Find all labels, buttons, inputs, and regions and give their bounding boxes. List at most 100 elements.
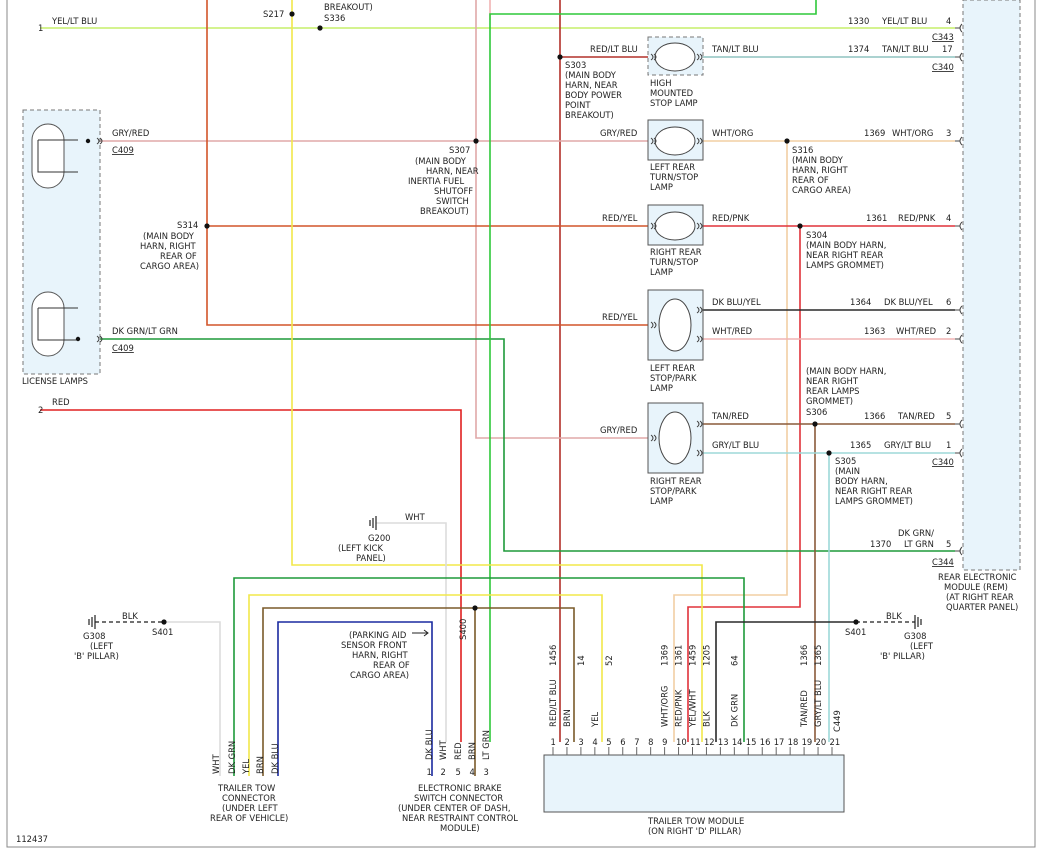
svg-text:4: 4 <box>946 213 951 223</box>
brake-conn-pin-2: 5 <box>456 767 461 777</box>
svg-text:TAN/LT BLU: TAN/LT BLU <box>711 44 759 54</box>
svg-text:GRY/LT BLU: GRY/LT BLU <box>712 440 759 450</box>
rr-stop-lamp: RIGHT REAR STOP/PARK LAMP <box>647 402 704 506</box>
svg-text:(MAIN BODY: (MAIN BODY <box>565 70 617 80</box>
trailer-pin-15: 15 <box>746 737 757 747</box>
brake-conn-pin-4: 3 <box>484 767 489 777</box>
svg-text:GRY/RED: GRY/RED <box>112 128 149 138</box>
svg-text:(MAIN BODY: (MAIN BODY <box>143 231 195 241</box>
labels: 1 YEL/LT BLU S217 BREAKOUT) S336 1330 YE… <box>16 2 954 844</box>
svg-text:(MAIN BODY: (MAIN BODY <box>792 155 844 165</box>
wire-brown-trailer <box>262 607 575 776</box>
connector-terminal-icon <box>696 449 703 457</box>
svg-text:TAN/RED: TAN/RED <box>711 411 749 421</box>
svg-text:REAR OF VEHICLE): REAR OF VEHICLE) <box>210 813 288 823</box>
trailer-pin-9: 9 <box>662 737 667 747</box>
trailer-pin-11: 11 <box>690 737 701 747</box>
svg-text:SHUTOFF: SHUTOFF <box>434 186 473 196</box>
svg-text:REAR OF: REAR OF <box>160 251 197 261</box>
trailer-tow-module: TRAILER TOW MODULE (ON RIGHT 'D' PILLAR) <box>543 754 845 836</box>
svg-text:'B' PILLAR): 'B' PILLAR) <box>880 651 925 661</box>
connector-terminal-icon <box>696 222 703 230</box>
svg-text:2: 2 <box>946 326 951 336</box>
trailer-pin-circuit-20: 1365 <box>813 645 823 666</box>
svg-text:1: 1 <box>946 440 951 450</box>
connector-terminal-icon <box>96 335 103 343</box>
svg-text:1361: 1361 <box>866 213 887 223</box>
svg-text:HARN, RIGHT: HARN, RIGHT <box>792 165 849 175</box>
svg-text:BREAKOUT): BREAKOUT) <box>565 110 614 120</box>
trailer-conn-wire-2: YEL <box>241 759 251 775</box>
wire-dk-grn-lt-grn <box>100 338 955 552</box>
svg-text:1374: 1374 <box>848 44 869 54</box>
svg-text:(MAIN BODY: (MAIN BODY <box>415 156 467 166</box>
wire-blue-trailer <box>277 621 433 776</box>
svg-text:LT GRN: LT GRN <box>904 539 934 549</box>
svg-text:6: 6 <box>946 297 951 307</box>
trailer-pin-18: 18 <box>788 737 799 747</box>
svg-text:(UNDER LEFT: (UNDER LEFT <box>222 803 279 813</box>
wire-yellow-long <box>291 0 703 742</box>
svg-text:C340: C340 <box>932 457 954 467</box>
svg-text:1330: 1330 <box>848 16 869 26</box>
hmsl-label-2: MOUNTED <box>650 88 693 98</box>
trailer-pin-circuit-11: 1459 <box>688 645 698 666</box>
svg-text:S217: S217 <box>263 9 284 19</box>
trailer-pin-2: 2 <box>564 737 569 747</box>
svg-text:LAMPS GROMMET): LAMPS GROMMET) <box>806 260 884 270</box>
svg-text:BLK: BLK <box>122 611 138 621</box>
svg-text:5: 5 <box>946 539 951 549</box>
trailer-pin-4: 4 <box>592 737 597 747</box>
trailer-pin-color-1: RED/LT BLU <box>548 679 558 727</box>
svg-text:(MAIN: (MAIN <box>835 466 860 476</box>
trailer-pin-1: 1 <box>551 737 556 747</box>
parking-aid-arrow-icon <box>412 629 429 637</box>
trailer-pin-13: 13 <box>718 737 729 747</box>
svg-text:RED/YEL: RED/YEL <box>602 213 638 223</box>
svg-text:SENSOR FRONT: SENSOR FRONT <box>341 640 408 650</box>
wire-blk-right <box>715 621 856 742</box>
trailer-pin-circuit-12: 1205 <box>701 645 711 666</box>
svg-text:S305: S305 <box>835 456 856 466</box>
trailer-pin-6: 6 <box>620 737 625 747</box>
svg-text:112437: 112437 <box>16 834 48 844</box>
svg-text:INERTIA FUEL: INERTIA FUEL <box>408 176 464 186</box>
svg-text:(LEFT KICK: (LEFT KICK <box>338 543 383 553</box>
svg-text:MODULE (REM): MODULE (REM) <box>944 582 1008 592</box>
connector-terminal-icon <box>650 137 657 145</box>
svg-text:RED/LT BLU: RED/LT BLU <box>590 44 638 54</box>
svg-text:SWITCH CONNECTOR: SWITCH CONNECTOR <box>414 793 503 803</box>
svg-text:REAR OF: REAR OF <box>792 175 829 185</box>
svg-text:QUARTER PANEL): QUARTER PANEL) <box>946 602 1018 612</box>
hmsl-label-1: HIGH <box>650 78 672 88</box>
brake-conn-pin-3: 4 <box>470 767 475 777</box>
svg-text:S307: S307 <box>449 145 470 155</box>
connector-terminal-icon <box>650 222 657 230</box>
wire-red-yel <box>206 0 654 326</box>
svg-text:(MAIN BODY HARN,: (MAIN BODY HARN, <box>806 240 886 250</box>
svg-text:2: 2 <box>38 405 43 415</box>
svg-text:S316: S316 <box>792 145 813 155</box>
svg-text:TURN/STOP: TURN/STOP <box>649 257 698 267</box>
wire-yellow-trailer <box>248 594 603 776</box>
rem-pin-terminal <box>955 52 963 62</box>
svg-text:REAR OF: REAR OF <box>373 660 410 670</box>
brake-conn-pin-1: 2 <box>441 767 446 777</box>
svg-text:STOP/PARK: STOP/PARK <box>650 486 697 496</box>
svg-text:HARN, RIGHT: HARN, RIGHT <box>140 241 197 251</box>
brake-conn-wire-1: WHT <box>438 739 448 760</box>
wire-gry-red <box>100 0 654 439</box>
svg-text:TRAILER TOW: TRAILER TOW <box>217 783 275 793</box>
trailer-pin-20: 20 <box>816 737 827 747</box>
svg-text:1369: 1369 <box>864 128 885 138</box>
svg-text:4: 4 <box>946 16 951 26</box>
svg-text:NEAR RIGHT: NEAR RIGHT <box>806 376 859 386</box>
svg-text:WHT/RED: WHT/RED <box>896 326 936 336</box>
connector-terminal-icon <box>696 306 703 314</box>
rem-pin-terminal <box>955 23 963 33</box>
svg-text:(PARKING AID: (PARKING AID <box>349 630 406 640</box>
trailer-conn-wire-3: BRN <box>255 756 265 774</box>
trailer-conn-wire-4: DK BLU <box>270 743 280 774</box>
svg-text:NEAR RIGHT REAR: NEAR RIGHT REAR <box>806 250 883 260</box>
